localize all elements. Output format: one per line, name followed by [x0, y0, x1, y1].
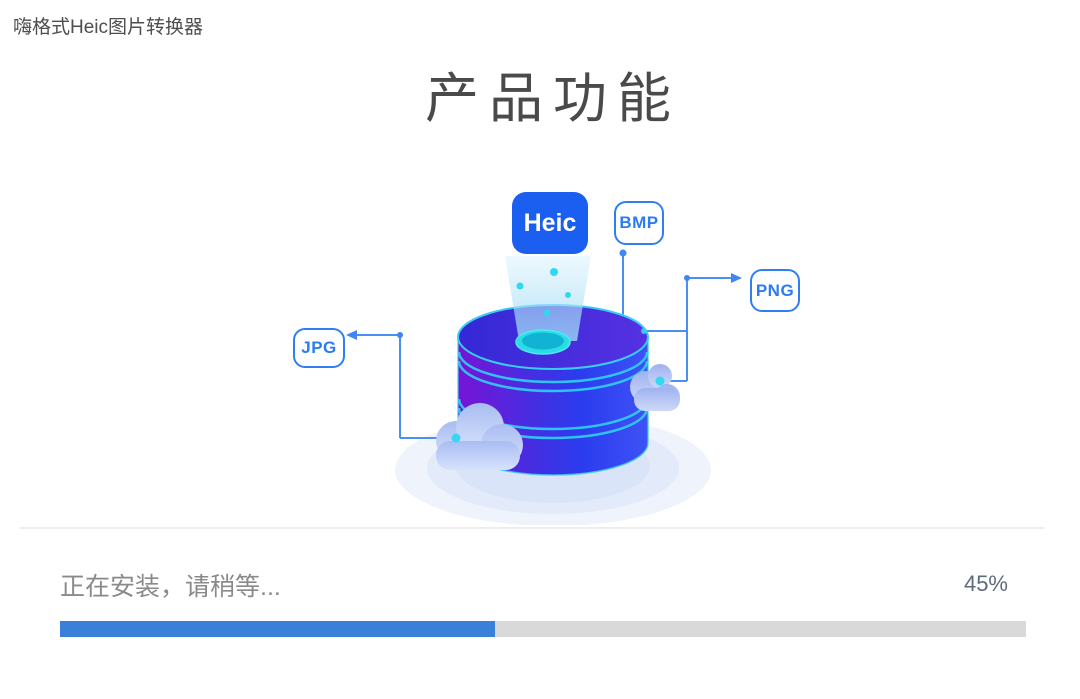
bmp-format-badge: BMP	[614, 201, 664, 245]
install-status-text: 正在安装，请稍等...	[60, 573, 281, 601]
progress-bar	[60, 621, 1026, 637]
separator-line	[20, 527, 1044, 529]
particles	[516, 268, 571, 317]
progress-percent-label: 45%	[963, 571, 1008, 596]
database-illustration	[346, 249, 742, 525]
light-beam	[505, 256, 591, 341]
heic-source-badge: Heic	[512, 192, 588, 254]
page-heading: 产品功能	[425, 69, 681, 129]
cylinder-hole	[515, 329, 571, 355]
cyan-endpoint-dots	[451, 328, 665, 443]
window-title: 嗨格式Heic图片转换器	[13, 17, 204, 38]
jpg-format-badge: JPG	[293, 328, 345, 368]
connector-arrows-and-dots	[346, 249, 742, 340]
png-format-badge: PNG	[750, 269, 800, 312]
cloud-right	[630, 364, 680, 411]
progress-fill	[60, 621, 495, 637]
product-feature-illustration: Heic BMP PNG JPG	[250, 160, 830, 525]
